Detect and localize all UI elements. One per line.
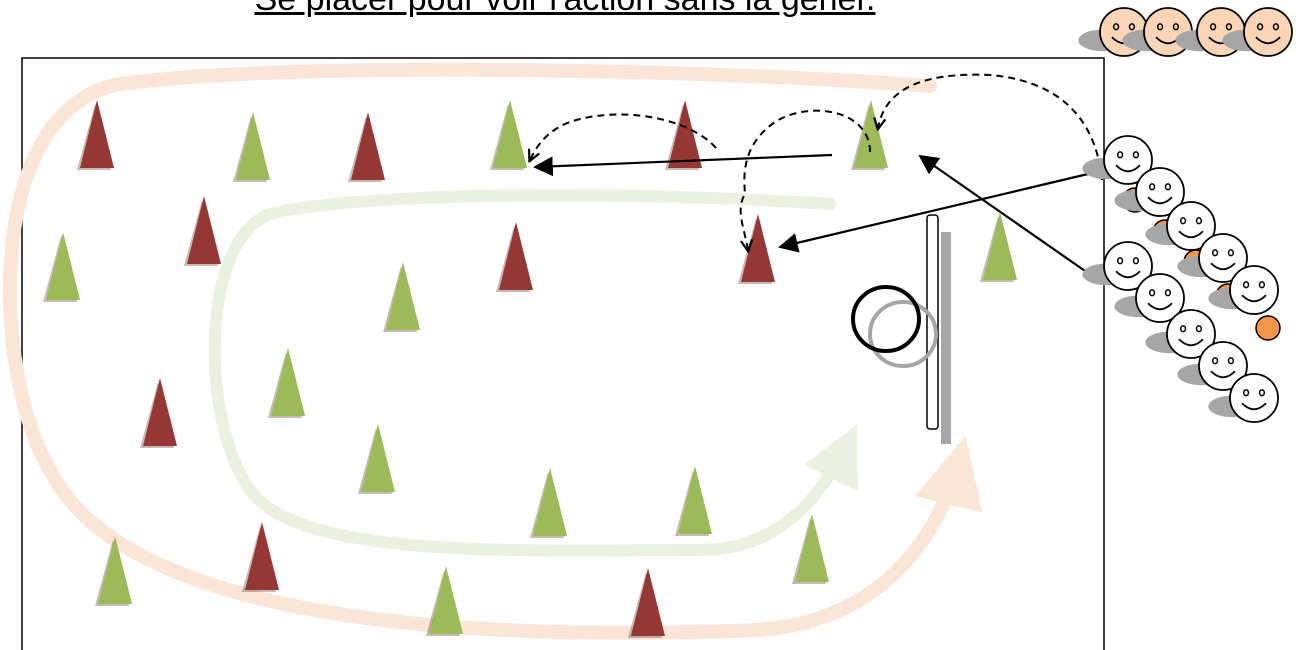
hoop-ring	[851, 285, 921, 353]
cone-green	[792, 514, 829, 584]
pass-arrow-1	[533, 153, 833, 177]
waiting-player-face	[1222, 7, 1293, 57]
cone-green	[490, 100, 527, 170]
cone-red	[242, 522, 279, 592]
cone-red	[738, 214, 775, 284]
cone-red	[628, 568, 665, 638]
cone-green	[43, 232, 80, 302]
queue-player-face	[1082, 135, 1153, 185]
queue-player-face	[1082, 241, 1153, 291]
cones-layer	[43, 100, 1017, 638]
diagram-title: Se placer pour voir l'action sans la gên…	[0, 0, 1130, 19]
run-arrow-2	[739, 109, 871, 250]
cone-green	[268, 348, 305, 418]
pass-arrow-2	[778, 172, 1089, 253]
goal-shadow	[941, 232, 951, 444]
cone-red	[496, 222, 533, 292]
queue-player-face	[1208, 373, 1279, 423]
cone-green	[95, 536, 132, 606]
cone-green	[851, 100, 888, 170]
cone-red	[665, 100, 702, 170]
queue-player-face	[1114, 273, 1185, 323]
queue-player-face	[1177, 233, 1248, 283]
run-arrow-1	[530, 113, 717, 160]
run-arrow-3	[878, 73, 1103, 181]
cone-green	[980, 212, 1017, 282]
cone-green	[233, 112, 270, 182]
cone-green	[675, 466, 712, 536]
field-boundary	[21, 57, 1105, 650]
queue-player-face	[1177, 341, 1248, 391]
cone-red	[184, 196, 221, 266]
outer-run-path	[2, 62, 983, 640]
hoop-shadow	[868, 300, 938, 368]
queue-player-face	[1114, 167, 1185, 217]
cone-green	[426, 566, 463, 636]
queue-player-face	[1145, 309, 1216, 359]
inner-run-path	[208, 189, 858, 557]
cone-green	[530, 468, 567, 538]
queue-player-face	[1208, 265, 1279, 315]
queue-player-face	[1145, 201, 1216, 251]
ball	[1255, 315, 1281, 341]
cone-green	[383, 262, 420, 332]
cone-red	[348, 112, 385, 182]
cone-red	[77, 100, 114, 170]
cone-green	[358, 424, 395, 494]
cone-red	[140, 378, 177, 448]
players-layer	[1078, 7, 1293, 423]
pass-arrow-3	[918, 154, 1099, 281]
